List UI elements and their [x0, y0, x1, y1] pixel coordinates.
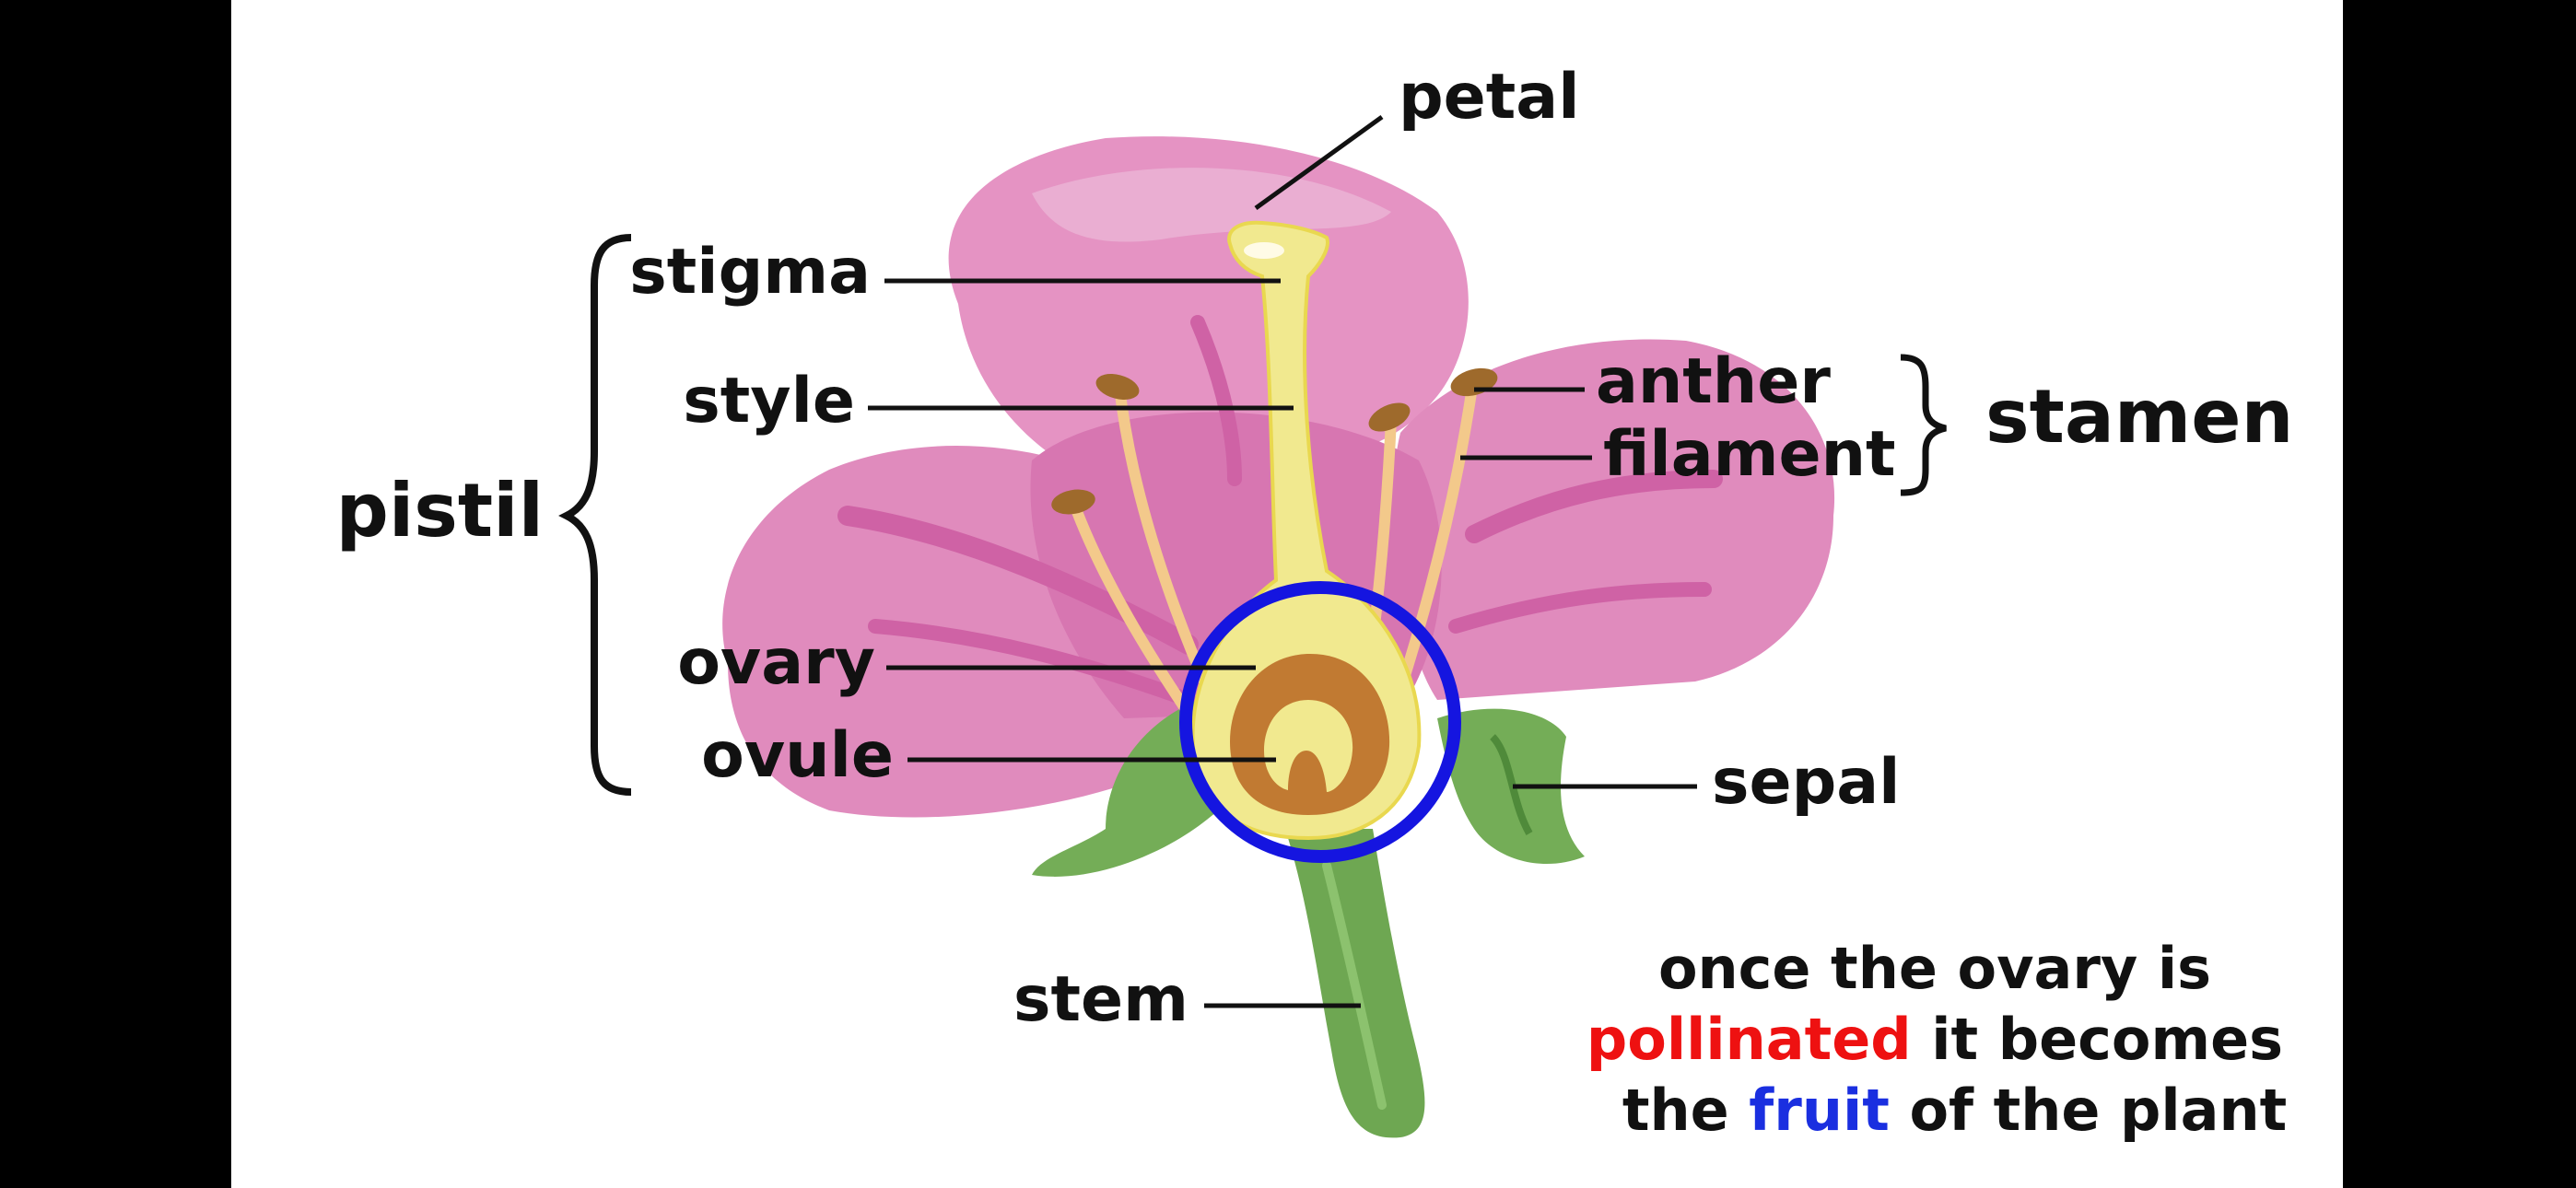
stigma-label: stigma — [629, 236, 871, 309]
labels: petal stigma style pistil anther filamen… — [336, 61, 2294, 1036]
petal-vein-right-2 — [1448, 582, 1712, 634]
stem-highlight — [1322, 861, 1387, 1110]
petal-vein-back — [1190, 315, 1242, 486]
pistil — [1190, 220, 1422, 841]
pistil-brace — [558, 234, 632, 796]
caption-line-1: once the ovary is — [1658, 935, 2211, 1002]
style-label: style — [683, 365, 855, 437]
ovule-label: ovule — [701, 719, 894, 792]
stem-label: stem — [1013, 963, 1188, 1036]
anther-label: anther — [1596, 345, 1831, 418]
stamen-brace — [1900, 354, 1947, 496]
caption-line-3-rest: of the plant — [1890, 1077, 2287, 1144]
filament-label: filament — [1603, 418, 1896, 491]
ovule — [1264, 700, 1353, 792]
ovary-label: ovary — [677, 626, 875, 699]
anther-3 — [1368, 402, 1411, 432]
caption-line-3-start: the — [1622, 1077, 1749, 1144]
caption-line-2: pollinated it becomes — [1587, 1006, 2283, 1073]
petal-label: petal — [1399, 61, 1580, 134]
caption-line-1-text: once the ovary is — [1658, 935, 2211, 1002]
caption-pollinated-word: pollinated — [1587, 1006, 1912, 1073]
sepal-label: sepal — [1712, 746, 1900, 819]
ovary-highlight-circle — [1179, 581, 1461, 863]
petal-leader-line — [1254, 114, 1384, 211]
leader-lines — [868, 114, 1697, 1008]
anther-2 — [1051, 489, 1095, 515]
caption: once the ovary is pollinated it becomes … — [1483, 935, 2386, 1144]
sepal-right-inner — [1489, 734, 1533, 835]
caption-line-2-rest: it becomes — [1912, 1006, 2283, 1073]
pistil-label: pistil — [336, 468, 544, 553]
petal-vein-right-1 — [1465, 470, 1723, 543]
anther-1 — [1095, 373, 1140, 401]
petal-vein-left-2 — [868, 619, 1196, 707]
petal-back-highlight — [1032, 168, 1391, 242]
stamen-label: stamen — [1985, 374, 2293, 460]
stigma-top — [1244, 242, 1284, 259]
petal-vein-left-1 — [837, 506, 1199, 655]
caption-fruit-word: fruit — [1749, 1077, 1890, 1144]
caption-line-3: the fruit of the plant — [1483, 1077, 2386, 1144]
